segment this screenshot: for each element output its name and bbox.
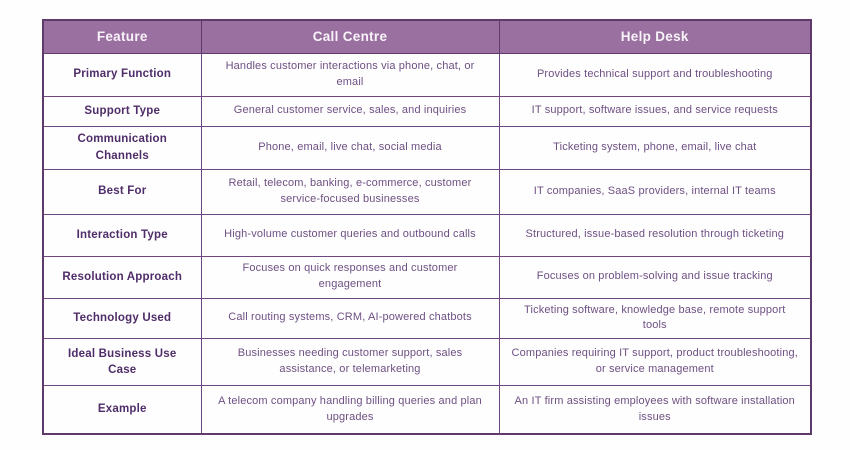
table-row: Best For Retail, telecom, banking, e-com… (42, 168, 812, 215)
help-desk-cell: Companies requiring IT support, product … (498, 338, 812, 387)
call-centre-cell: Phone, email, live chat, social media (200, 125, 500, 170)
feature-cell: Technology Used (42, 297, 202, 340)
call-centre-cell: A telecom company handling billing queri… (200, 385, 500, 435)
table-row: Example A telecom company handling billi… (42, 385, 812, 435)
help-desk-cell: Ticketing system, phone, email, live cha… (498, 125, 812, 170)
table-row: Primary Function Handles customer intera… (42, 52, 812, 97)
comparison-table-container: Feature Call Centre Help Desk Primary Fu… (42, 19, 812, 435)
column-header-call-centre: Call Centre (200, 19, 500, 54)
comparison-table: Feature Call Centre Help Desk Primary Fu… (42, 19, 812, 435)
call-centre-cell: Focuses on quick responses and customer … (200, 255, 500, 299)
help-desk-cell: An IT firm assisting employees with soft… (498, 385, 812, 435)
call-centre-cell: High-volume customer queries and outboun… (200, 213, 500, 257)
column-header-feature: Feature (42, 19, 202, 54)
feature-cell: Example (42, 385, 202, 435)
call-centre-cell: Handles customer interactions via phone,… (200, 52, 500, 97)
feature-cell: Support Type (42, 95, 202, 127)
table-row: Support Type General customer service, s… (42, 95, 812, 127)
feature-cell: Resolution Approach (42, 255, 202, 299)
table-row: Interaction Type High-volume customer qu… (42, 213, 812, 257)
call-centre-cell: Retail, telecom, banking, e-commerce, cu… (200, 168, 500, 215)
table-row: Communication Channels Phone, email, liv… (42, 125, 812, 170)
table-row: Resolution Approach Focuses on quick res… (42, 255, 812, 299)
table-row: Technology Used Call routing systems, CR… (42, 297, 812, 340)
column-header-help-desk: Help Desk (498, 19, 812, 54)
call-centre-cell: Businesses needing customer support, sal… (200, 338, 500, 387)
feature-cell: Ideal Business Use Case (42, 338, 202, 387)
table-row: Ideal Business Use Case Businesses needi… (42, 338, 812, 387)
feature-cell: Interaction Type (42, 213, 202, 257)
help-desk-cell: IT support, software issues, and service… (498, 95, 812, 127)
help-desk-cell: Ticketing software, knowledge base, remo… (498, 297, 812, 340)
header-row: Feature Call Centre Help Desk (42, 19, 812, 54)
help-desk-cell: IT companies, SaaS providers, internal I… (498, 168, 812, 215)
call-centre-cell: General customer service, sales, and inq… (200, 95, 500, 127)
help-desk-cell: Structured, issue-based resolution throu… (498, 213, 812, 257)
feature-cell: Best For (42, 168, 202, 215)
call-centre-cell: Call routing systems, CRM, AI-powered ch… (200, 297, 500, 340)
feature-cell: Primary Function (42, 52, 202, 97)
feature-cell: Communication Channels (42, 125, 202, 170)
help-desk-cell: Focuses on problem-solving and issue tra… (498, 255, 812, 299)
help-desk-cell: Provides technical support and troublesh… (498, 52, 812, 97)
